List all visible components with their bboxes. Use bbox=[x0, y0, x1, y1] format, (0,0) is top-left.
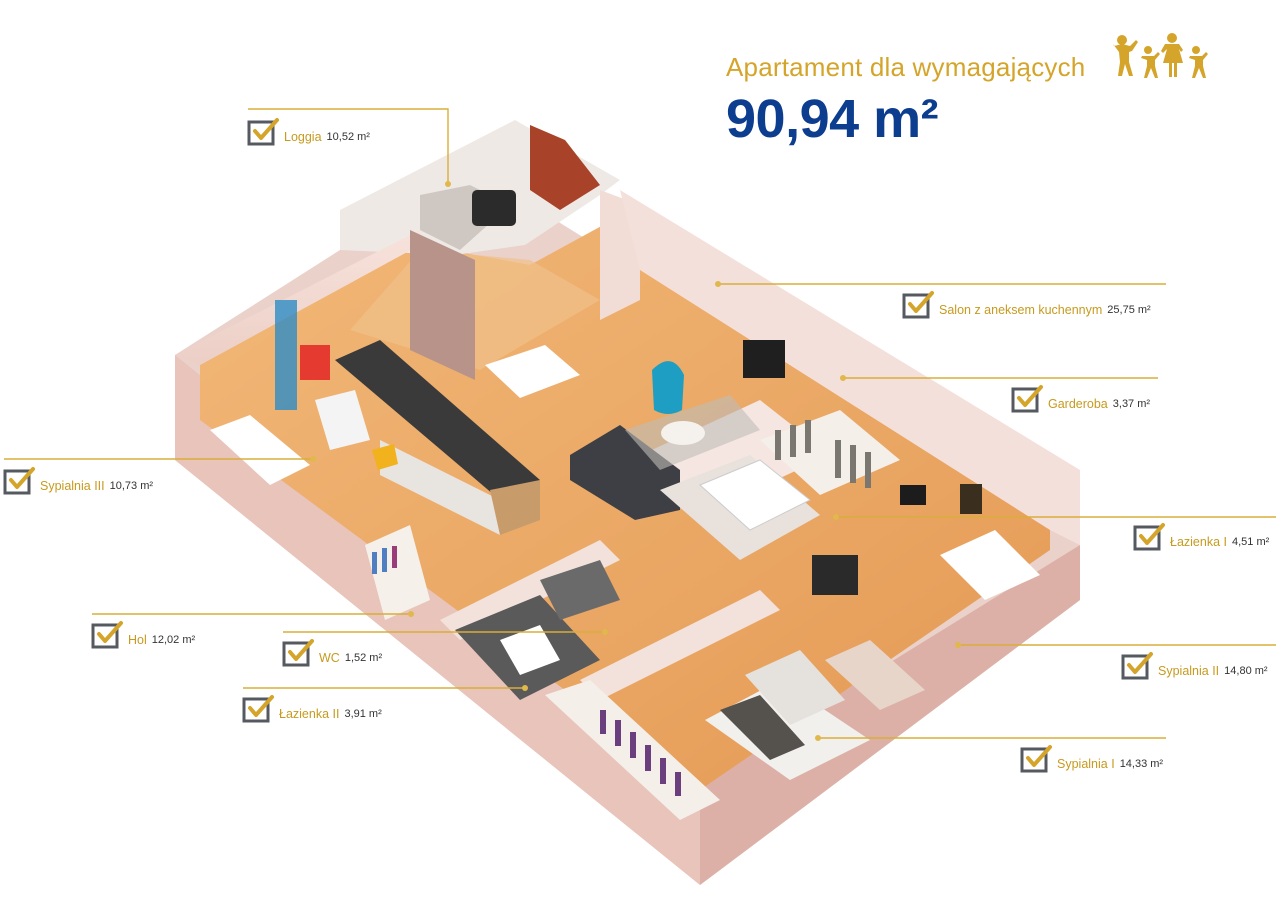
room-name: Sypialnia II bbox=[1158, 663, 1220, 678]
family-icon bbox=[1113, 33, 1208, 78]
checkbox-check-icon bbox=[282, 639, 314, 667]
room-callout-lazienka-ii: Łazienka II 3,91 m² bbox=[242, 694, 382, 724]
bedroom-one-wardrobe bbox=[545, 680, 720, 820]
room-name: Salon z aneksem kuchennym bbox=[939, 302, 1103, 317]
bathroom-one bbox=[660, 455, 820, 560]
checkbox-check-icon bbox=[91, 621, 123, 649]
room-callout-sypialnia-ii: Sypialnia II 14,80 m² bbox=[1121, 651, 1268, 681]
room-name: Hol bbox=[128, 632, 147, 647]
total-area: 90,94 m² bbox=[726, 89, 939, 149]
room-callout-wc: WC 1,52 m² bbox=[282, 638, 382, 668]
checkbox-check-icon bbox=[902, 291, 934, 319]
room-area: 1,52 m² bbox=[344, 651, 383, 664]
hallway-closet bbox=[365, 525, 430, 620]
room-area: 14,80 m² bbox=[1224, 664, 1268, 677]
room-area: 12,02 m² bbox=[151, 633, 196, 646]
kitchen-counter bbox=[300, 340, 540, 535]
room-name: Łazienka II bbox=[279, 706, 340, 721]
room-area: 10,52 m² bbox=[326, 130, 370, 143]
loggia-area bbox=[340, 120, 620, 255]
checkbox-check-icon bbox=[247, 118, 279, 146]
checkbox-check-icon bbox=[1121, 652, 1153, 680]
room-area: 25,75 m² bbox=[1107, 303, 1151, 316]
room-callout-hol: Hol 12,02 m² bbox=[91, 620, 195, 650]
room-name: WC bbox=[319, 650, 340, 665]
room-name: Loggia bbox=[284, 129, 322, 144]
living-room-furniture bbox=[485, 340, 785, 520]
checkbox-check-icon bbox=[1011, 385, 1043, 413]
bedroom-three-furniture bbox=[210, 300, 398, 485]
page-subtitle: Apartament dla wymagających bbox=[726, 52, 1086, 82]
room-area: 14,33 m² bbox=[1119, 757, 1164, 770]
room-callout-loggia: Loggia 10,52 m² bbox=[247, 117, 370, 147]
bedroom-one-bed bbox=[705, 650, 870, 780]
room-area: 3,37 m² bbox=[1112, 397, 1151, 410]
room-name: Sypialnia III bbox=[40, 478, 105, 493]
checkbox-check-icon bbox=[242, 695, 274, 723]
room-callout-sypialnia-i: Sypialnia I 14,33 m² bbox=[1020, 744, 1163, 774]
room-name: Łazienka I bbox=[1170, 534, 1227, 549]
room-callout-garderoba: Garderoba 3,37 m² bbox=[1011, 384, 1150, 414]
room-area: 4,51 m² bbox=[1231, 535, 1270, 548]
leader-lines bbox=[4, 108, 1276, 741]
room-name: Sypialnia I bbox=[1057, 756, 1115, 771]
wardrobe-clothes bbox=[760, 410, 900, 595]
checkbox-check-icon bbox=[1133, 523, 1165, 551]
bathroom-two bbox=[455, 560, 620, 700]
checkbox-check-icon bbox=[1020, 745, 1052, 773]
checkbox-check-icon bbox=[3, 467, 35, 495]
heading-block: Apartament dla wymagających 90,94 m² bbox=[726, 33, 1266, 160]
room-callout-salon: Salon z aneksem kuchennym 25,75 m² bbox=[902, 290, 1151, 320]
room-area: 3,91 m² bbox=[344, 707, 382, 720]
bedroom-two-furniture bbox=[825, 484, 1040, 710]
room-name: Garderoba bbox=[1048, 396, 1108, 411]
room-callout-lazienka-i: Łazienka I 4,51 m² bbox=[1133, 522, 1269, 552]
room-callout-sypialnia-iii: Sypialnia III 10,73 m² bbox=[3, 466, 153, 496]
room-area: 10,73 m² bbox=[109, 479, 154, 492]
